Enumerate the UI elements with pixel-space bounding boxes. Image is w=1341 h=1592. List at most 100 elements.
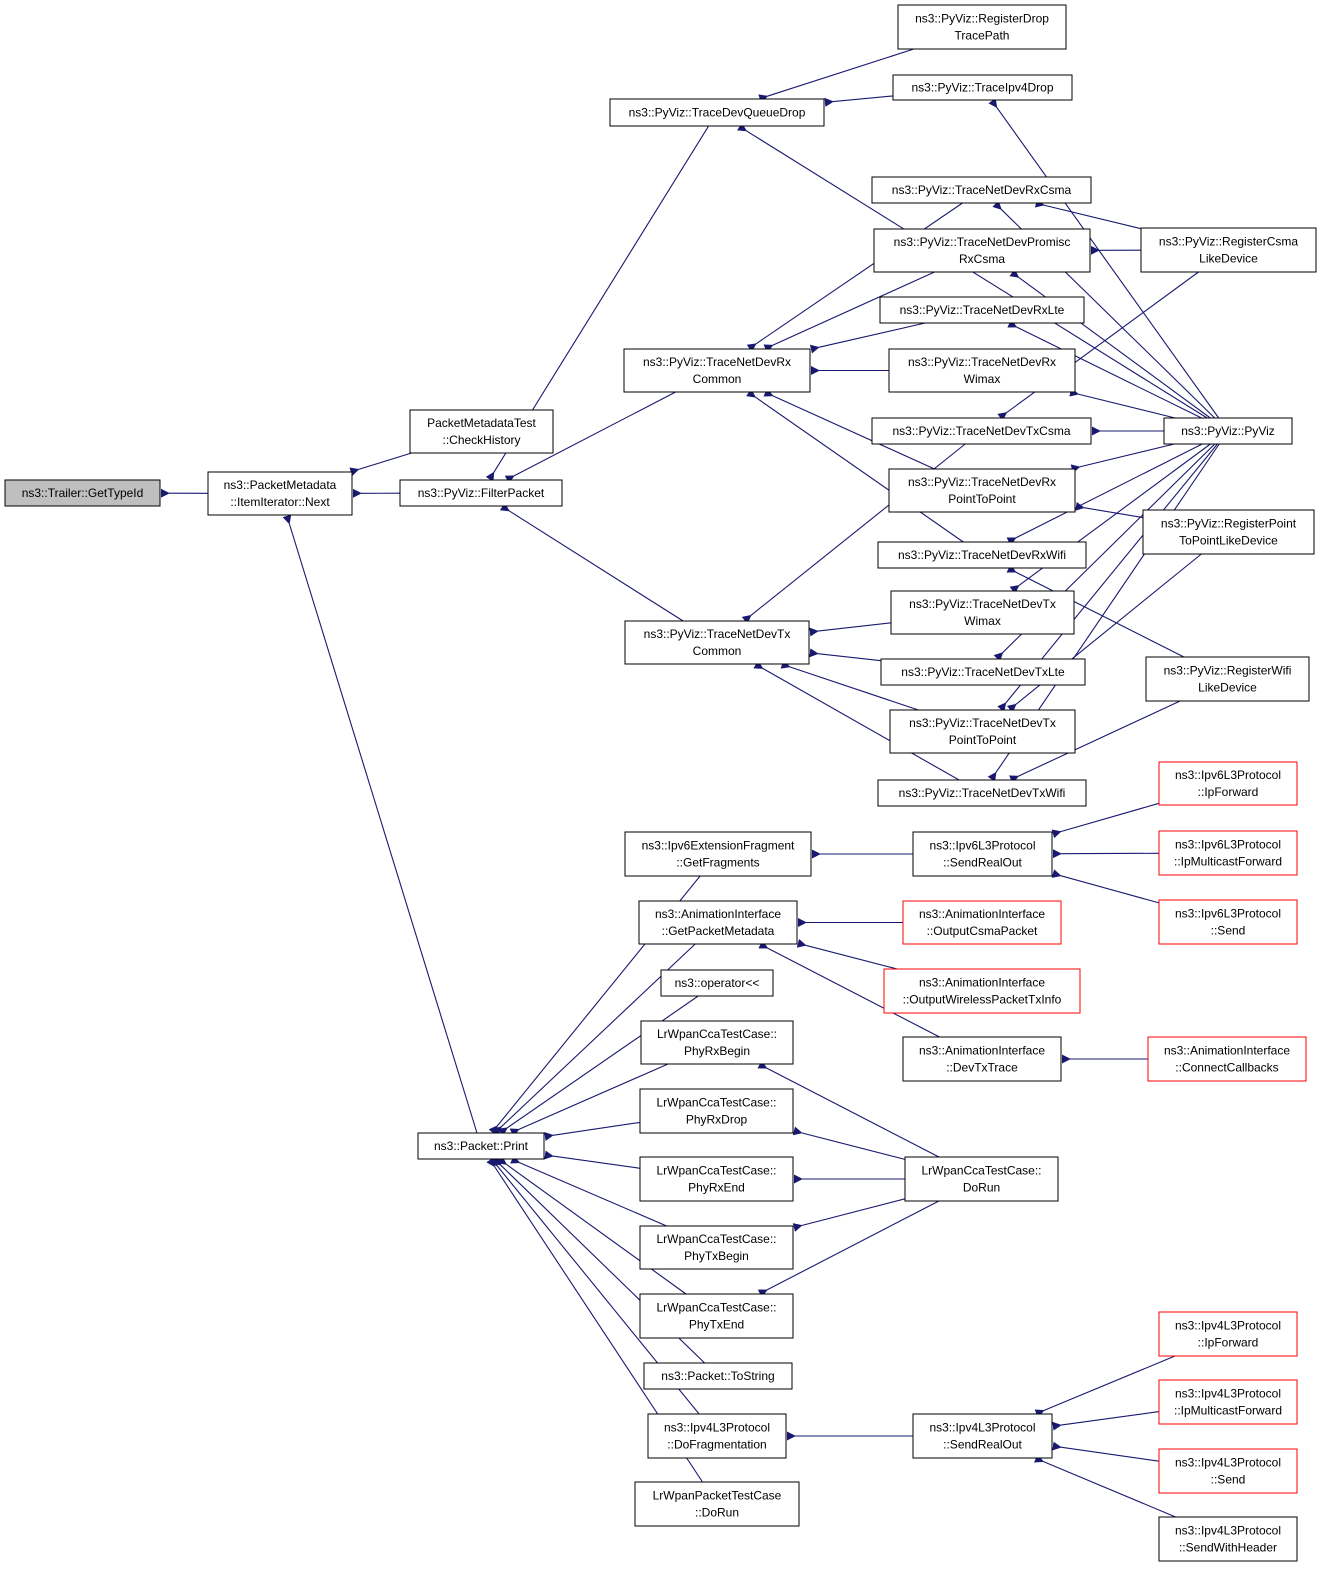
edge-n29-to-n4	[544, 1121, 641, 1141]
node-ns3-pyviz-traceipv4drop[interactable]: ns3::PyViz::TraceIpv4Drop	[892, 74, 1073, 101]
node-label-line: PacketMetadataTest	[427, 416, 536, 430]
node-lrwpanccatestcase-phytxbegin[interactable]: LrWpanCcaTestCase::PhyTxBegin	[639, 1225, 794, 1270]
node-label-line: ns3::operator<<	[675, 976, 760, 990]
edge-n38-to-n26	[796, 938, 898, 970]
node-lrwpanccatestcase-phyrxbegin[interactable]: LrWpanCcaTestCase::PhyRxBegin	[640, 1020, 794, 1065]
node-ns3-ipv6l3protocol-ipmulticastforward[interactable]: ns3::Ipv6L3Protocol::IpMulticastForward	[1158, 830, 1298, 876]
node-ns3-animationinterface-devtxtrace[interactable]: ns3::AnimationInterface::DevTxTrace	[902, 1036, 1062, 1082]
node-ns3-packetmetadata-itemiterator-next[interactable]: ns3::PacketMetadata::ItemIterator::Next	[207, 471, 353, 516]
edge-n40-to-n29	[792, 1126, 906, 1160]
node-ns3-ipv4l3protocol-sendrealout[interactable]: ns3::Ipv4L3Protocol::SendRealOut	[912, 1413, 1053, 1459]
node-ns3-pyviz-tracenetdevrxcsma[interactable]: ns3::PyViz::TraceNetDevRxCsma	[871, 176, 1092, 204]
node-ns3-pyviz-tracenetdevtxcsma[interactable]: ns3::PyViz::TraceNetDevTxCsma	[871, 417, 1092, 445]
node-ns3-ipv6l3protocol-sendrealout[interactable]: ns3::Ipv6L3Protocol::SendRealOut	[912, 831, 1053, 877]
node-ns3-trailer-gettypeid[interactable]: ns3::Trailer::GetTypeId	[4, 479, 161, 507]
node-label-line: ns3::PyViz::TraceNetDevRx	[908, 475, 1056, 489]
node-ns3-packet-print[interactable]: ns3::Packet::Print	[417, 1132, 545, 1160]
node-ns3-pyviz-tracenetdevrxlte[interactable]: ns3::PyViz::TraceNetDevRxLte	[879, 296, 1085, 324]
edge-n40-to-n31	[792, 1198, 906, 1232]
node-box	[892, 74, 1073, 101]
node-ns3-ipv4l3protocol-dofragmentation[interactable]: ns3::Ipv4L3Protocol::DoFragmentation	[647, 1413, 787, 1459]
node-ns3-pyviz-tracenetdevtxwifi[interactable]: ns3::PyViz::TraceNetDevTxWifi	[877, 779, 1087, 807]
node-ns3-ipv4l3protocol-sendwithheader[interactable]: ns3::Ipv4L3Protocol::SendWithHeader	[1158, 1516, 1298, 1562]
node-label-line: ns3::PyViz::RegisterCsma	[1159, 235, 1298, 249]
node-label-line: ns3::Ipv6L3Protocol	[1175, 907, 1281, 921]
node-ns3-ipv4l3protocol-send[interactable]: ns3::Ipv4L3Protocol::Send	[1158, 1448, 1298, 1494]
node-ns3-pyviz-filterpacket[interactable]: ns3::PyViz::FilterPacket	[399, 479, 563, 507]
node-lrwpanpackettestcase-dorun[interactable]: LrWpanPacketTestCase::DoRun	[634, 1481, 800, 1527]
node-box	[871, 176, 1092, 204]
node-ns3-operator[interactable]: ns3::operator<<	[660, 969, 774, 997]
node-label-line: ns3::Ipv4L3Protocol	[1175, 1319, 1281, 1333]
node-label-line: PhyRxDrop	[686, 1113, 748, 1127]
node-ns3-animationinterface-outputwirelesspackettxinfo[interactable]: ns3::AnimationInterface::OutputWirelessP…	[883, 968, 1081, 1014]
node-label-line: ::DevTxTrace	[946, 1061, 1018, 1075]
node-label-line: ns3::AnimationInterface	[655, 907, 781, 921]
node-lrwpanccatestcase-phyrxdrop[interactable]: LrWpanCcaTestCase::PhyRxDrop	[639, 1088, 794, 1134]
node-box	[873, 228, 1091, 273]
node-label-line: ::SendRealOut	[943, 1438, 1022, 1452]
node-packetmetadatatest-checkhistory[interactable]: PacketMetadataTest::CheckHistory	[409, 409, 554, 454]
node-box	[888, 348, 1076, 393]
node-ns3-animationinterface-connectcallbacks[interactable]: ns3::AnimationInterface::ConnectCallback…	[1147, 1036, 1307, 1082]
node-label-line: ns3::AnimationInterface	[919, 907, 1045, 921]
node-label-line: PhyRxEnd	[688, 1181, 745, 1195]
node-ns3-ipv4l3protocol-ipforward[interactable]: ns3::Ipv4L3Protocol::IpForward	[1158, 1311, 1298, 1357]
node-label-line: ns3::PacketMetadata	[224, 478, 337, 492]
edge-n24-to-n20	[1008, 700, 1181, 784]
nodes-layer: ns3::Trailer::GetTypeId ns3::PacketMetada…	[4, 4, 1317, 1562]
node-ns3-pyviz-tracenetdevrxwifi[interactable]: ns3::PyViz::TraceNetDevRxWifi	[877, 541, 1087, 569]
node-ns3-pyviz-tracedevqueuedrop[interactable]: ns3::PyViz::TraceDevQueueDrop	[609, 98, 825, 127]
node-ns3-packet-tostring[interactable]: ns3::Packet::ToString	[643, 1362, 793, 1390]
edge-n31-to-n4	[510, 1155, 667, 1227]
node-label-line: ns3::Ipv4L3Protocol	[929, 1421, 1035, 1435]
node-ns3-animationinterface-getpacketmetadata[interactable]: ns3::AnimationInterface::GetPacketMetada…	[638, 900, 798, 945]
node-lrwpanccatestcase-phytxend[interactable]: LrWpanCcaTestCase::PhyTxEnd	[639, 1293, 794, 1339]
edge-n49-to-n41	[1033, 1454, 1176, 1518]
node-box	[912, 1413, 1053, 1459]
node-box	[912, 831, 1053, 877]
edge-n39-to-n26	[758, 940, 940, 1038]
node-label-line: PhyTxEnd	[689, 1318, 744, 1332]
node-label-line: ns3::PyViz::TraceNetDevRx	[908, 355, 1056, 369]
node-ns3-pyviz-tracenetdevtxlte[interactable]: ns3::PyViz::TraceNetDevTxLte	[880, 658, 1086, 686]
edge-n40-to-n28	[757, 1060, 940, 1158]
node-ns3-pyviz-registerpointtopointlikedevice[interactable]: ns3::PyViz::RegisterPointToPointLikeDevi…	[1142, 509, 1315, 555]
node-ns3-animationinterface-outputcsmapacket[interactable]: ns3::AnimationInterface::OutputCsmaPacke…	[902, 900, 1062, 945]
node-label-line: ns3::PyViz::RegisterDrop	[915, 12, 1049, 26]
edge-n18-to-n7	[809, 648, 882, 662]
node-lrwpanccatestcase-dorun[interactable]: LrWpanCcaTestCase::DoRun	[904, 1156, 1059, 1202]
edge-n23-to-n15	[1075, 501, 1144, 519]
node-lrwpanccatestcase-phyrxend[interactable]: LrWpanCcaTestCase::PhyRxEnd	[639, 1156, 794, 1202]
node-box	[902, 1036, 1062, 1082]
node-label-line: ::ItemIterator::Next	[230, 495, 330, 509]
edge-n44-to-n36	[1051, 869, 1160, 904]
node-ns3-ipv4l3protocol-ipmulticastforward[interactable]: ns3::Ipv4L3Protocol::IpMulticastForward	[1158, 1379, 1298, 1425]
node-label-line: ::IpForward	[1198, 785, 1259, 799]
node-label-line: ns3::AnimationInterface	[919, 976, 1045, 990]
node-label-line: ToPointLikeDevice	[1179, 534, 1278, 548]
node-label-line: PointToPoint	[948, 492, 1016, 506]
node-label-line: LrWpanCcaTestCase::	[657, 1027, 777, 1041]
edge-n2-to-n1	[349, 452, 412, 477]
node-box	[1158, 830, 1298, 876]
node-ns3-pyviz-pyviz[interactable]: ns3::PyViz::PyViz	[1163, 417, 1293, 445]
edge-n22-to-n15	[1070, 443, 1175, 474]
node-ns3-ipv6l3protocol-send[interactable]: ns3::Ipv6L3Protocol::Send	[1158, 899, 1298, 945]
node-ns3-ipv6l3protocol-ipforward[interactable]: ns3::Ipv6L3Protocol::IpForward	[1158, 761, 1298, 806]
node-label-line: ns3::Ipv4L3Protocol	[664, 1421, 770, 1435]
edge-n9-to-n5	[824, 95, 894, 107]
node-ns3-ipv6extensionfragment-getfragments[interactable]: ns3::Ipv6ExtensionFragment::GetFragments	[624, 831, 812, 877]
edge-n27-to-n4	[497, 995, 699, 1137]
